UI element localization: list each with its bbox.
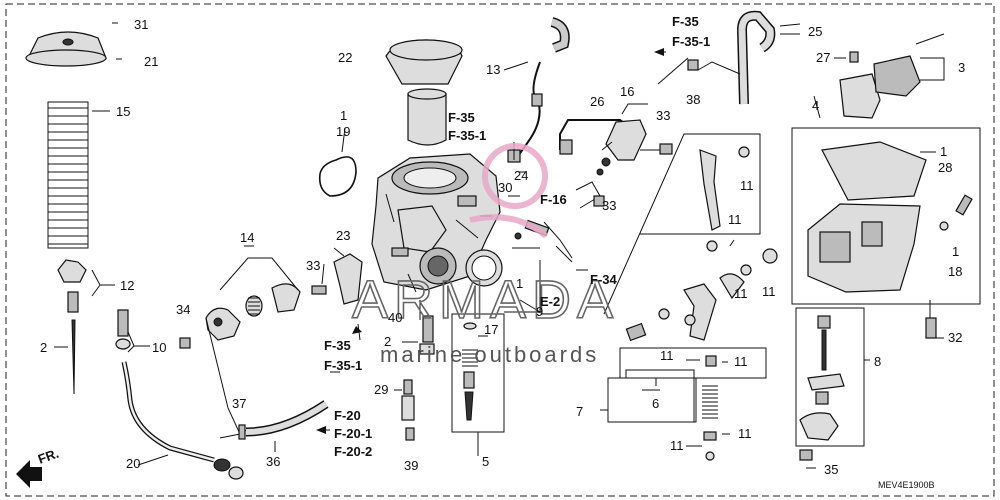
watermark: ARMADA marine outboards <box>351 143 619 367</box>
air-vent-hose-part <box>657 10 776 105</box>
ref-f16: F-16 <box>540 192 567 207</box>
callout-17: 17 <box>484 322 498 337</box>
diagram-frame <box>5 3 995 497</box>
callout-30: 30 <box>498 180 512 195</box>
front-direction-arrow <box>16 460 42 488</box>
callout-16: 16 <box>620 84 634 99</box>
callout-6: 6 <box>652 396 659 411</box>
callout-33-top: 33 <box>656 108 670 123</box>
front-direction-label: FR. <box>36 446 61 467</box>
o-ring-part <box>318 156 357 197</box>
main-jet-tube-part <box>115 309 244 480</box>
watermark-tagline: marine outboards <box>380 342 599 367</box>
callout-26: 26 <box>590 94 604 109</box>
callout-22: 22 <box>338 50 352 65</box>
choke-cable-holder-part <box>311 247 363 305</box>
frame-code: MEV4E1900B <box>878 480 935 490</box>
callout-9: 9 <box>536 304 543 319</box>
callout-15: 15 <box>116 104 130 119</box>
ref-f35-low: F-35 <box>324 338 351 353</box>
callout-1-chamber: 1 <box>940 144 947 159</box>
callout-14: 14 <box>240 230 254 245</box>
slide-spring-part <box>47 101 89 249</box>
callout-11-f: 11 <box>734 354 748 369</box>
callout-34: 34 <box>176 302 190 317</box>
callout-21: 21 <box>144 54 158 69</box>
callout-2-center: 2 <box>384 334 391 349</box>
callout-11-g: 11 <box>670 438 684 453</box>
callout-11-c: 11 <box>734 286 748 301</box>
diaphragm-cover-part <box>25 31 107 67</box>
callout-33-center: 33 <box>602 198 616 213</box>
callout-11-h: 11 <box>738 426 752 441</box>
ref-f202: F-20-2 <box>334 444 372 459</box>
callout-5: 5 <box>482 454 489 469</box>
callout-18: 18 <box>948 264 962 279</box>
callout-19: 19 <box>336 124 350 139</box>
callout-33-left: 33 <box>306 258 320 273</box>
callout-38: 38 <box>686 92 700 107</box>
callout-13: 13 <box>486 62 500 77</box>
callout-7: 7 <box>576 404 583 419</box>
callout-29: 29 <box>374 382 388 397</box>
callout-1-drain: 1 <box>952 244 959 259</box>
callout-1-diaphragm: 1 <box>340 108 347 123</box>
needle-retainer-part <box>57 259 87 395</box>
callout-31: 31 <box>134 17 148 32</box>
callout-37: 37 <box>232 396 246 411</box>
callout-11-a: 11 <box>740 178 754 193</box>
callout-27: 27 <box>816 50 830 65</box>
idle-switch-part <box>559 103 673 167</box>
callout-25: 25 <box>808 24 822 39</box>
link-lever-group <box>603 133 778 342</box>
callout-3: 3 <box>958 60 965 75</box>
ref-f201: F-20-1 <box>334 426 372 441</box>
callout-23: 23 <box>336 228 350 243</box>
callout-2-left: 2 <box>40 340 47 355</box>
callout-8: 8 <box>874 354 881 369</box>
callout-32: 32 <box>948 330 962 345</box>
ref-f351-mid: F-35-1 <box>448 128 486 143</box>
callout-4: 4 <box>812 98 819 113</box>
callout-28: 28 <box>938 160 952 175</box>
callout-1-body: 1 <box>516 276 523 291</box>
callout-35: 35 <box>824 462 838 477</box>
ref-e2: E-2 <box>540 294 560 309</box>
callout-20: 20 <box>126 456 140 471</box>
carburetor-body-part <box>371 153 503 293</box>
callout-39: 39 <box>404 458 418 473</box>
float-chamber-group <box>791 95 981 305</box>
callout-40: 40 <box>388 310 402 325</box>
needle-jet-holder-part <box>451 313 505 456</box>
pump-spring-part <box>245 283 301 317</box>
throttle-sensor-part <box>507 17 570 163</box>
callout-11-e: 11 <box>660 348 674 363</box>
vacuum-piston-part <box>385 39 463 146</box>
breather-hose-part <box>238 400 329 452</box>
float-part <box>834 33 945 119</box>
ref-f351-low: F-35-1 <box>324 358 362 373</box>
callout-12: 12 <box>120 278 134 293</box>
ref-f20: F-20 <box>334 408 361 423</box>
callout-11-b: 11 <box>728 212 742 227</box>
ref-f35-top: F-35 <box>672 14 699 29</box>
callout-10: 10 <box>152 340 166 355</box>
ref-f34: F-34 <box>590 272 618 287</box>
jet-column-part <box>394 300 435 441</box>
callout-18-dup: 24 <box>514 168 528 183</box>
pump-cover-part <box>179 307 251 439</box>
watermark-brand: ARMADA <box>352 270 619 330</box>
float-valve-group <box>795 307 870 469</box>
callout-11-d: 11 <box>762 284 776 299</box>
drain-screw-part <box>925 300 944 339</box>
ref-f35-mid: F-35 <box>448 110 475 125</box>
callout-36: 36 <box>266 454 280 469</box>
ref-f351-top: F-35-1 <box>672 34 710 49</box>
pilot-screw-group <box>600 347 767 461</box>
